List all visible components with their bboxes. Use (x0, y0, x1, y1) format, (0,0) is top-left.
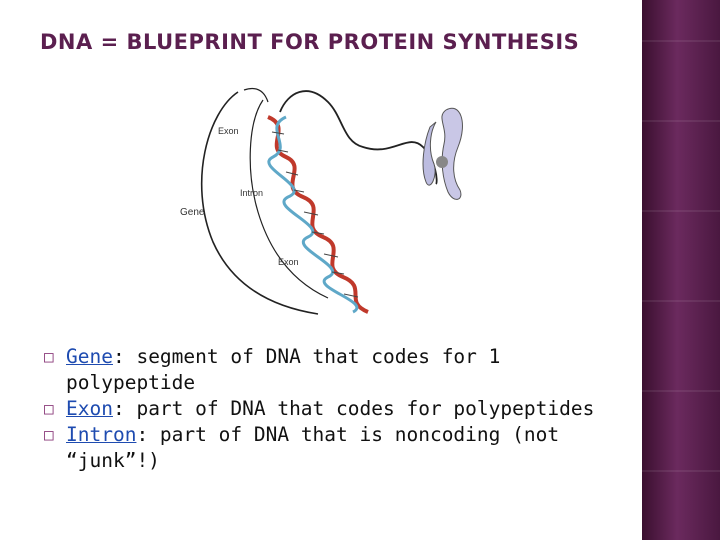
label-exon-bottom: Exon (278, 257, 299, 267)
bracket-top-curl (243, 87, 269, 103)
bullet-gene-text: : segment of DNA that codes for 1 (112, 345, 501, 368)
bullet-intron-text-cont: “junk”!) (66, 449, 160, 472)
helix-base-pairs (271, 131, 359, 298)
label-intron: Intron (240, 188, 263, 198)
chromatin-fiber (279, 90, 438, 185)
bullet-intron-text: : part of DNA that is noncoding (not (136, 423, 560, 446)
term-exon-link[interactable]: Exon (66, 397, 113, 420)
decorative-sidebar (642, 0, 720, 540)
bullet-gene-text-cont: polypeptide (66, 371, 196, 394)
chromosome-icon (422, 107, 463, 200)
helix-strand-b (267, 115, 359, 314)
bullet-marker-icon: □ (44, 399, 54, 418)
bullet-gene: □ Gene: segment of DNA that codes for 1 … (44, 344, 634, 396)
bullet-exon-text: : part of DNA that codes for polypeptide… (112, 397, 595, 420)
bullet-exon: □ Exon: part of DNA that codes for polyp… (44, 396, 634, 422)
slide-title: DNA = BLUEPRINT FOR PROTEIN SYNTHESIS (40, 30, 580, 54)
helix-strand-a (267, 115, 369, 314)
bullet-marker-icon: □ (44, 347, 54, 366)
gene-bracket-curve (200, 91, 319, 315)
bullet-marker-icon: □ (44, 425, 54, 444)
dna-helix (267, 115, 369, 314)
bullet-intron: □ Intron: part of DNA that is noncoding … (44, 422, 634, 474)
dna-gene-diagram: Exon Intron Gene Exon (180, 87, 463, 315)
term-intron-link[interactable]: Intron (66, 423, 137, 446)
label-gene: Gene (180, 207, 205, 218)
bullet-list: □ Gene: segment of DNA that codes for 1 … (44, 344, 634, 474)
exon-bracket-curve (249, 99, 329, 299)
label-exon-top: Exon (218, 126, 239, 136)
term-gene-link[interactable]: Gene (66, 345, 113, 368)
